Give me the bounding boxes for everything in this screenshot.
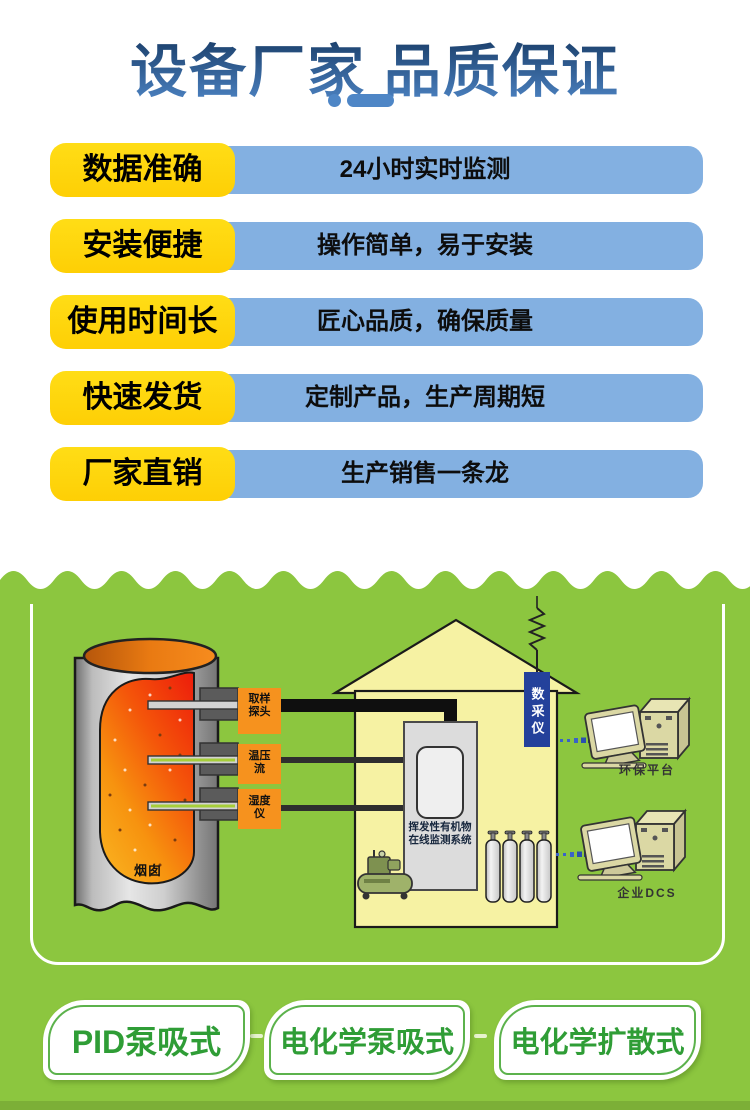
- feature-label: 安装便捷: [50, 219, 235, 273]
- product-type-button-ec-diffusion[interactable]: 电化学扩散式: [494, 1000, 701, 1080]
- feature-desc: 定制产品，生产周期短: [305, 384, 545, 411]
- underline-dot-icon: [328, 94, 341, 107]
- chimney-opening: [82, 637, 218, 675]
- page-title: 设备厂家 品质保证: [0, 26, 750, 108]
- flame: [99, 671, 195, 885]
- feature-row-shipping: 定制产品，生产周期短 快速发货: [0, 371, 750, 425]
- monitoring-diagram: [73, 596, 690, 929]
- humidity-meter-label: 湿度仪: [248, 795, 271, 820]
- voc-analyzer-cabinet: [403, 721, 478, 891]
- feature-desc: 匠心品质，确保质量: [317, 308, 533, 335]
- antenna-icon: [527, 607, 547, 651]
- sampling-probe-box: [238, 688, 281, 734]
- feature-label: 厂家直销: [50, 447, 235, 501]
- temp-pressure-flow-label: 温压流: [248, 750, 271, 775]
- data-logger: [524, 596, 550, 747]
- feature-desc: 生产销售一条龙: [341, 460, 509, 487]
- wave-edge: [0, 571, 750, 604]
- temp-pressure-flow-box: [238, 744, 281, 784]
- computer-environmental-platform: [581, 698, 690, 770]
- feature-row-install: 操作简单，易于安装 安装便捷: [0, 219, 750, 273]
- product-type-button-pid[interactable]: PID泵吸式: [43, 1000, 250, 1080]
- dcs-label: 企业DCS: [617, 886, 677, 900]
- feature-desc: 操作简单，易于安装: [317, 232, 533, 259]
- feature-desc: 24小时实时监测: [339, 156, 511, 183]
- feature-row-accuracy: 24小时实时监测 数据准确: [0, 143, 750, 197]
- product-type-label: 电化学泵吸式: [269, 1005, 465, 1075]
- gas-cylinders: [485, 830, 552, 903]
- platform-label: 环保平台: [618, 763, 675, 777]
- pill-connector: [250, 1034, 263, 1038]
- chimney-label: 烟囱: [133, 863, 162, 878]
- sampling-probe-label: 取样探头: [248, 693, 271, 718]
- voc-system-label: 挥发性有机物在线监测系统: [408, 821, 472, 846]
- product-type-button-ec-pump[interactable]: 电化学泵吸式: [264, 1000, 470, 1080]
- product-type-label: 电化学扩散式: [499, 1005, 696, 1075]
- feature-row-direct-sale: 生产销售一条龙 厂家直销: [0, 447, 750, 501]
- data-logger-label: 数采仪: [529, 686, 545, 738]
- title-underline: [328, 94, 394, 107]
- feature-label: 使用时间长: [50, 295, 235, 349]
- product-type-label: PID泵吸式: [48, 1005, 245, 1075]
- diagram-panel: [30, 575, 725, 965]
- feature-label: 数据准确: [50, 143, 235, 197]
- computer-enterprise-dcs: [577, 810, 686, 882]
- flame-speckles-dark: [108, 686, 187, 867]
- pill-connector: [474, 1034, 487, 1038]
- air-compressor: [357, 850, 413, 900]
- flame-speckles: [113, 693, 182, 852]
- underline-dash-icon: [347, 94, 394, 107]
- humidity-meter-box: [238, 789, 281, 829]
- feature-row-lifetime: 匠心品质，确保质量 使用时间长: [0, 295, 750, 349]
- chimney: [73, 637, 220, 912]
- bottom-strip: [0, 1101, 750, 1110]
- feature-label: 快速发货: [50, 371, 235, 425]
- instrument-boxes: [238, 688, 281, 829]
